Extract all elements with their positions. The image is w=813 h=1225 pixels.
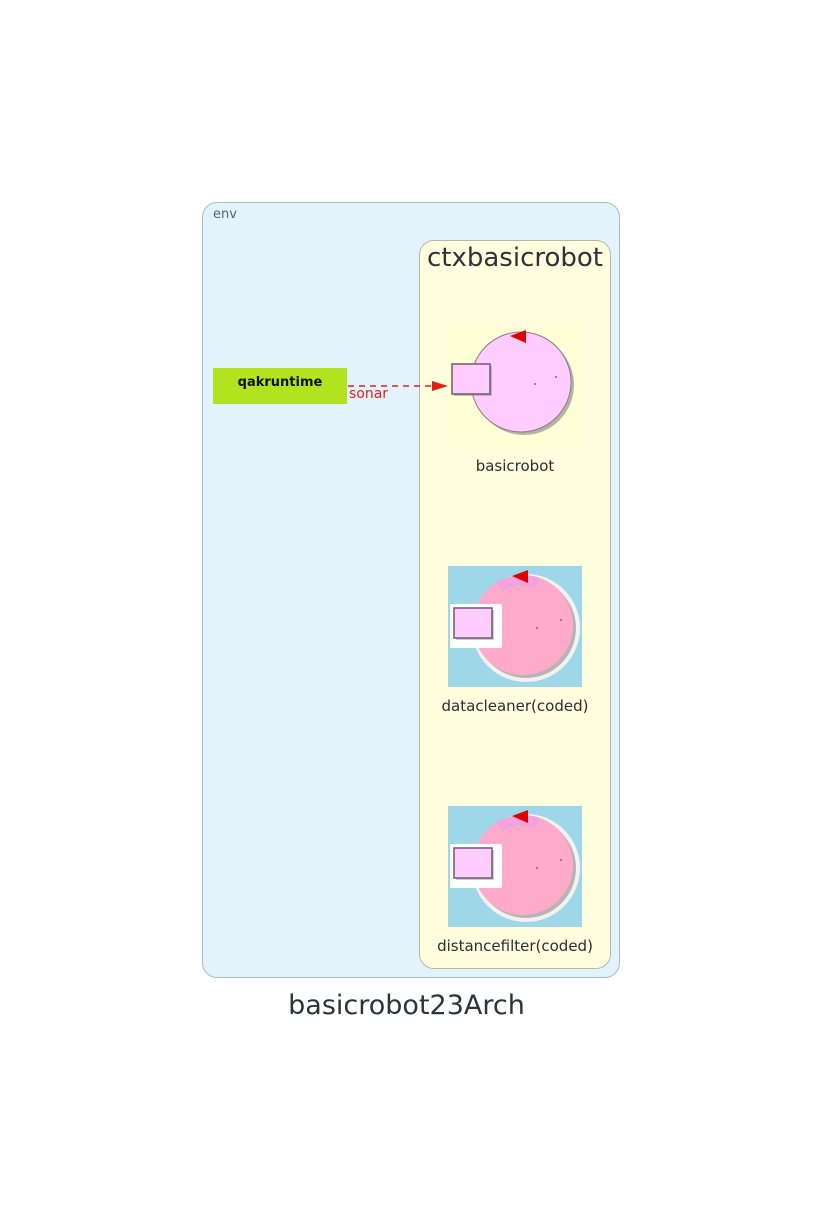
env-label: env [213, 207, 237, 222]
actor-distancefilter-label: distancefilter(coded) [437, 937, 593, 955]
external-qakruntime: qakruntime [213, 368, 347, 404]
actor-basicrobot-label: basicrobot [475, 457, 555, 475]
actor-basicrobot-icon [448, 326, 582, 447]
actor-datacleaner-label: datacleaner(coded) [441, 697, 589, 715]
sonar-arrow [346, 374, 450, 402]
actor-datacleaner-icon [448, 566, 582, 687]
external-label: qakruntime [237, 374, 323, 390]
sonar-label: sonar [349, 386, 389, 402]
diagram-caption: basicrobot23Arch [288, 990, 525, 1021]
context-label: ctxbasicrobot [426, 243, 603, 273]
actor-distancefilter-icon [448, 806, 582, 927]
